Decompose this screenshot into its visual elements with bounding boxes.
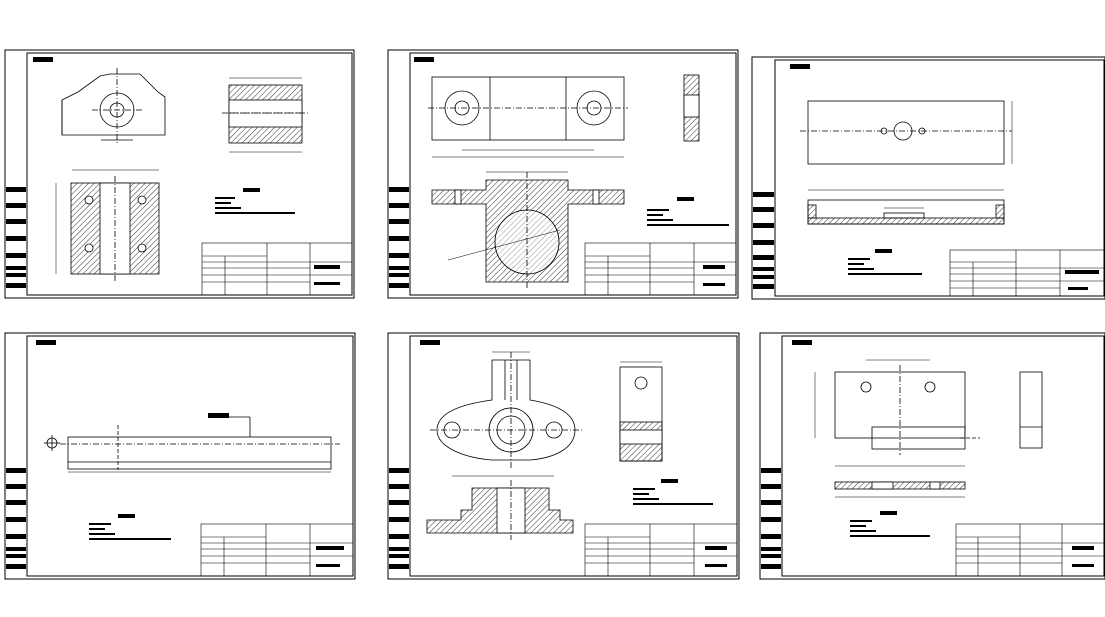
sheet-frame	[759, 332, 1105, 580]
top-view	[428, 76, 628, 141]
title-block	[955, 523, 1105, 577]
top-view	[430, 352, 582, 470]
binding-strip	[389, 468, 409, 569]
technical-notes	[848, 249, 922, 275]
sheet-frame	[387, 332, 740, 580]
technical-notes	[633, 479, 713, 505]
drawing-number-label	[36, 340, 56, 345]
front-section-view	[426, 480, 574, 540]
title-block	[584, 523, 738, 577]
side-view	[1019, 371, 1043, 449]
dimension-lines	[808, 101, 1013, 209]
sheet-4	[4, 332, 356, 580]
side-section-view	[222, 84, 310, 144]
front-section-view	[807, 199, 1005, 225]
sheet-border	[781, 335, 1105, 577]
technical-notes	[647, 197, 729, 226]
front-view	[61, 68, 166, 145]
top-view	[834, 365, 980, 455]
dimension-lines	[55, 77, 302, 274]
sheet-1	[4, 49, 355, 299]
title-block	[200, 523, 354, 577]
sheet-border	[26, 335, 354, 577]
sheet-3	[751, 56, 1105, 300]
side-view	[619, 366, 663, 462]
sheet-2	[387, 49, 739, 299]
sheet-5	[387, 332, 740, 580]
title-block	[949, 249, 1105, 297]
side-view	[683, 74, 700, 142]
binding-strip	[6, 187, 26, 288]
technical-notes	[89, 514, 171, 540]
binding-strip	[753, 192, 774, 289]
sheet-frame	[4, 332, 356, 580]
sheet-6	[759, 332, 1105, 580]
sheet-border	[409, 335, 738, 577]
technical-notes	[215, 188, 295, 214]
title-block	[201, 242, 353, 296]
binding-strip	[389, 187, 409, 288]
sheet-border	[774, 59, 1105, 297]
dimension-lines	[814, 359, 965, 498]
front-section-view	[431, 172, 625, 288]
sheet-border	[26, 52, 353, 296]
drawing-number-label	[790, 64, 810, 69]
top-view	[800, 100, 1012, 165]
technical-notes	[850, 511, 930, 537]
drawing-number-label	[420, 340, 440, 345]
sheet-border	[409, 52, 737, 296]
top-section-view	[70, 176, 160, 282]
front-section-view	[834, 481, 966, 490]
title-block	[584, 242, 737, 296]
shaft-view	[44, 413, 340, 470]
drawing-number-label	[792, 340, 812, 345]
dimension-lines	[432, 149, 624, 261]
drawing-number-label	[33, 57, 53, 62]
sheet-frame	[751, 56, 1105, 300]
binding-strip	[6, 468, 26, 569]
binding-strip	[761, 468, 781, 569]
dimension-lines	[452, 351, 662, 477]
drawing-number-label	[414, 57, 434, 62]
